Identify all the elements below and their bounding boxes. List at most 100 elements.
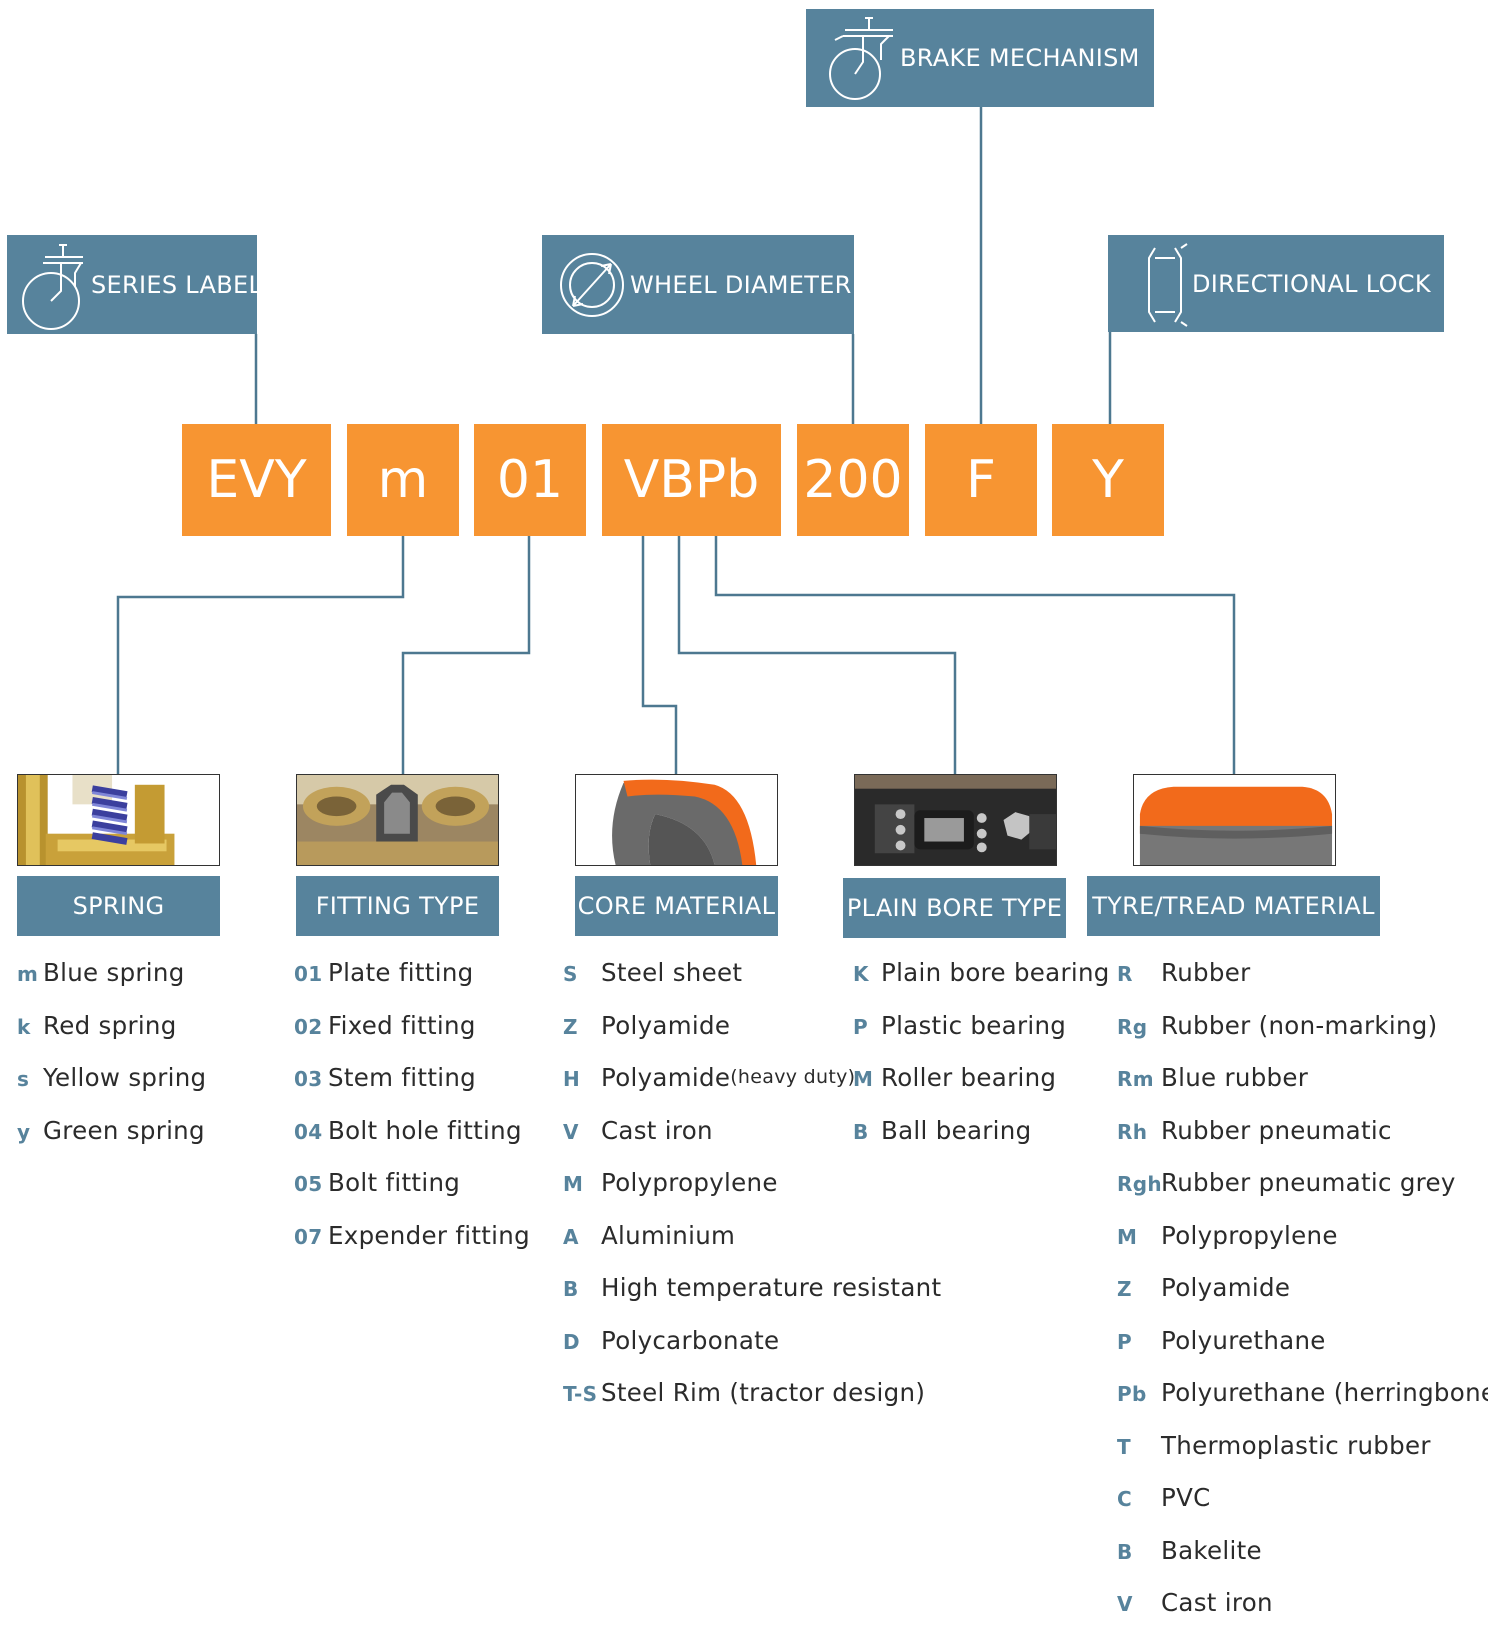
option-label: PVC	[1161, 1483, 1211, 1512]
list-item: B Bakelite	[1117, 1536, 1488, 1589]
option-label: Aluminium	[601, 1220, 736, 1250]
option-label: Green spring	[43, 1115, 205, 1145]
option-label: Rubber	[1161, 958, 1251, 987]
option-code: S	[563, 962, 578, 986]
option-code: Rm	[1117, 1067, 1154, 1091]
option-label: Plastic bearing	[881, 1010, 1067, 1040]
core-material-category: CORE MATERIAL	[575, 876, 778, 936]
option-code: 07	[294, 1224, 323, 1249]
option-label: Polypropylene	[601, 1168, 778, 1197]
option-code: Z	[1117, 1277, 1132, 1301]
list-item: A Aluminium	[563, 1221, 941, 1274]
option-code: V	[563, 1119, 579, 1144]
brake-mechanism-title: BRAKE MECHANISM	[900, 44, 1140, 72]
fitting-type-category: FITTING TYPE	[296, 876, 499, 936]
option-code: P	[853, 1014, 868, 1039]
option-label: Polyurethane	[1161, 1325, 1326, 1355]
list-item: M Polypropylene	[1117, 1221, 1488, 1274]
option-code: Rg	[1117, 1014, 1148, 1039]
spring-photo	[17, 774, 220, 866]
option-code: R	[1117, 962, 1133, 986]
list-item: Rg Rubber (non-marking)	[1117, 1011, 1488, 1064]
option-label: Steel Rim (tractor design)	[601, 1378, 926, 1407]
option-code: B	[853, 1119, 869, 1144]
option-code: 01	[294, 962, 323, 986]
list-item: P Plastic bearing	[853, 1011, 1110, 1064]
option-label: Polycarbonate	[601, 1325, 780, 1355]
option-label: Blue spring	[43, 958, 185, 987]
option-code: D	[563, 1329, 580, 1354]
option-code: A	[563, 1224, 579, 1249]
option-label: Polypropylene	[1161, 1220, 1338, 1250]
code-diameter: 200	[797, 424, 909, 536]
tyre-tread-material-category: TYRE/TREAD MATERIAL	[1087, 876, 1380, 936]
option-code: M	[563, 1172, 584, 1196]
option-code: k	[17, 1014, 31, 1039]
code-spring: m	[347, 424, 459, 536]
directional-lock-title: DIRECTIONAL LOCK	[1192, 269, 1431, 298]
option-code: m	[17, 962, 39, 986]
caster-icon	[17, 240, 91, 330]
option-code: T	[1117, 1434, 1131, 1459]
option-label: Bakelite	[1161, 1535, 1262, 1565]
option-code: M	[1117, 1224, 1138, 1249]
option-label: Polyamide	[1161, 1273, 1291, 1302]
list-item: M Polypropylene	[563, 1168, 941, 1221]
wheel-diameter-title: WHEEL DIAMETER	[630, 270, 852, 299]
wheel-diameter-header: WHEEL DIAMETER	[542, 235, 854, 334]
option-label: Expender fitting	[328, 1220, 530, 1250]
option-code: Pb	[1117, 1382, 1147, 1406]
option-code: Rh	[1117, 1119, 1148, 1144]
option-code: P	[1117, 1329, 1132, 1354]
option-label: Rubber (non-marking)	[1161, 1010, 1438, 1040]
fitting-photo	[296, 774, 499, 866]
tyre-tread-photo	[1133, 774, 1336, 866]
plain-bore-photo	[854, 774, 1057, 866]
list-item: S Steel sheet	[563, 958, 941, 1011]
brake-caster-icon	[820, 13, 900, 103]
code-brake: F	[925, 424, 1037, 536]
option-label: Cast iron	[1161, 1588, 1273, 1617]
diameter-icon	[554, 240, 630, 330]
option-label: Polyamide	[601, 1010, 731, 1040]
option-code: B	[1117, 1539, 1133, 1564]
option-code: K	[853, 962, 869, 986]
option-label: Bolt hole fitting	[328, 1115, 522, 1145]
option-label: Rubber pneumatic	[1161, 1115, 1392, 1145]
option-note: (heavy duty)	[730, 1066, 856, 1088]
list-item: y Green spring	[17, 1116, 206, 1169]
option-label: Polyamide	[601, 1063, 731, 1092]
option-code: 05	[294, 1172, 323, 1196]
code-directional-lock: Y	[1052, 424, 1164, 536]
directional-lock-header: DIRECTIONAL LOCK	[1108, 235, 1444, 332]
option-code: 04	[294, 1119, 323, 1144]
list-item: R Rubber	[1117, 958, 1488, 1011]
list-item: P Polyurethane	[1117, 1326, 1488, 1379]
option-label: Polyurethane (herringbone)	[1161, 1378, 1488, 1407]
option-label: Roller bearing	[881, 1063, 1057, 1092]
code-fitting: 01	[474, 424, 586, 536]
option-label: Steel sheet	[601, 958, 743, 987]
series-label-header: SERIES LABEL	[7, 235, 262, 334]
option-code: y	[17, 1119, 31, 1144]
